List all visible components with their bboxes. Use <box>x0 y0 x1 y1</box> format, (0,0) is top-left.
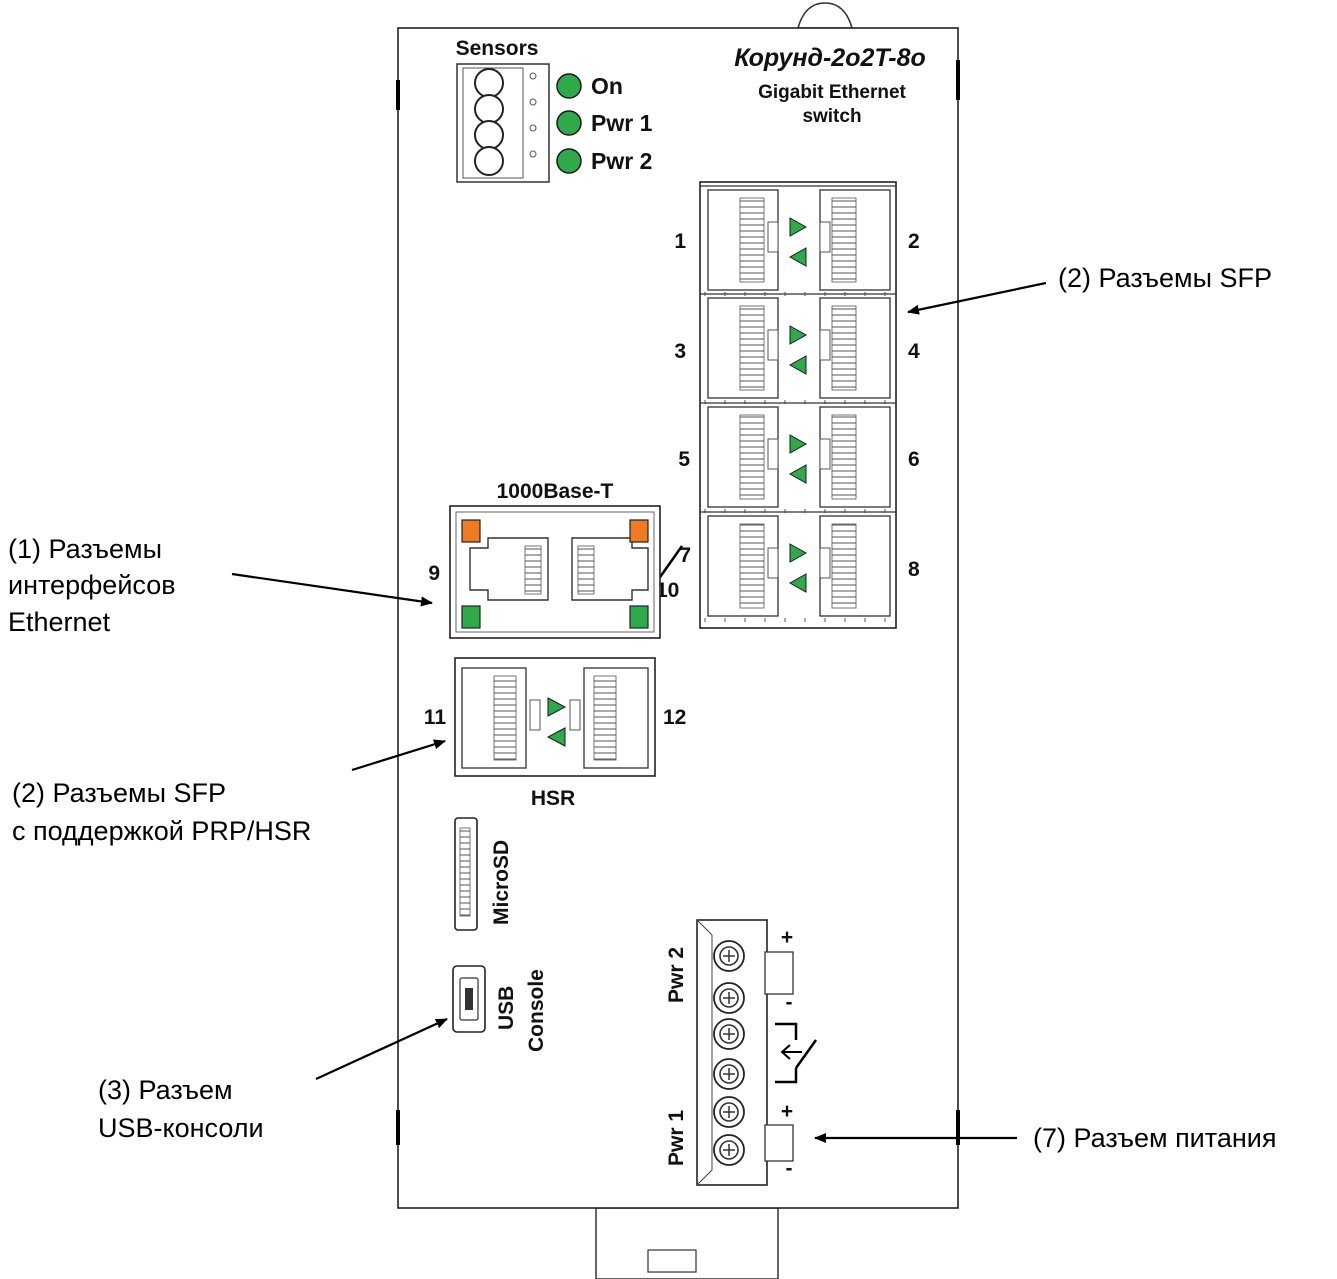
microsd-label: MicroSD <box>490 840 513 925</box>
usb-console-port[interactable] <box>452 965 486 1033</box>
pwr2-plus-sign: + <box>781 926 793 949</box>
sfp-port-number-1: 1 <box>674 230 686 253</box>
relay-symbol <box>775 1068 798 1084</box>
microsd-slot[interactable] <box>454 817 478 931</box>
sfp-port-8[interactable] <box>819 515 891 617</box>
power-terminal-screw[interactable] <box>713 1134 745 1166</box>
power-terminal-screw[interactable] <box>713 1058 745 1090</box>
power-terminal-screw[interactable] <box>713 1018 745 1050</box>
sfp-port-11[interactable] <box>461 667 541 769</box>
rj45-port-10[interactable] <box>571 519 649 629</box>
led-pwr1-indicator <box>556 110 582 136</box>
rj45-led-green <box>629 605 649 629</box>
sensors-label: Sensors <box>456 37 539 60</box>
sfp-port-6[interactable] <box>819 406 891 508</box>
relay-symbol <box>794 1039 818 1069</box>
model-name: Корунд-2o2T-8o <box>734 44 926 72</box>
sfp-port-12[interactable] <box>569 667 649 769</box>
rj45-led-orange <box>461 519 481 543</box>
pwr1-plus-sign: + <box>781 1100 793 1123</box>
rj45-led-green <box>461 605 481 629</box>
power-terminal-screw[interactable] <box>713 982 745 1014</box>
led-on-indicator <box>556 73 582 99</box>
usb-label: USB <box>495 986 518 1030</box>
sfp-led-5 <box>789 434 808 454</box>
sfp-port-number-4: 4 <box>908 340 920 363</box>
combo-port-number-10: 10 <box>656 579 679 602</box>
sfp-port-2[interactable] <box>819 189 891 291</box>
pwr1-minus-sign: - <box>786 1157 793 1180</box>
led-pwr1-label: Pwr 1 <box>591 110 653 136</box>
sfp-port-number-3: 3 <box>674 340 686 363</box>
led-pwr2-label: Pwr 2 <box>591 148 652 174</box>
power-terminal-block <box>696 919 818 1186</box>
console-label: Console <box>525 969 548 1052</box>
sfp-port-5[interactable] <box>707 406 779 508</box>
relay-symbol <box>780 1044 791 1060</box>
sfp-port-number-11: 11 <box>424 706 447 729</box>
sfp-port-number-7: 7 <box>679 544 691 567</box>
sfp-port-number-6: 6 <box>908 448 920 471</box>
callout-arrow-usb <box>315 1017 448 1081</box>
sfp-port-number-12: 12 <box>663 706 686 729</box>
power-terminal-screw[interactable] <box>713 1096 745 1128</box>
sfp-port-number-8: 8 <box>908 558 920 581</box>
callout-power: (7) Разъем питания <box>1033 1123 1276 1153</box>
rj45-port-9[interactable] <box>461 519 549 629</box>
sfp-led-1 <box>789 217 808 237</box>
pwr1-label: Pwr 1 <box>665 1110 688 1166</box>
callout-usb-line2: USB-консоли <box>98 1113 264 1143</box>
led-on-label: On <box>591 73 623 99</box>
callout-ethernet-line1: (1) Разъемы <box>8 534 162 564</box>
sensors-connector <box>456 63 550 183</box>
callout-usb-line1: (3) Разъем <box>98 1075 233 1105</box>
callout-ethernet-line3: Ethernet <box>8 607 111 637</box>
sfp-led-2 <box>788 247 807 267</box>
callout-sfp-hsr-line2: с поддержкой PRP/HSR <box>12 816 311 846</box>
pwr2-minus-sign: - <box>786 991 793 1014</box>
subtitle-line1: Gigabit Ethernet <box>758 82 906 103</box>
callout-arrow-sfp-hsr <box>351 739 446 772</box>
led-pwr2-indicator <box>556 148 582 174</box>
relay-symbol <box>775 1022 798 1040</box>
hsr-label: HSR <box>531 787 575 810</box>
sfp-led-11 <box>547 697 567 717</box>
sfp-led-8 <box>788 573 807 593</box>
rj45-label-1000base-t: 1000Base-T <box>497 480 614 503</box>
callout-sfp-top: (2) Разъемы SFP <box>1058 263 1272 293</box>
sfp-led-3 <box>789 325 808 345</box>
top-knob <box>797 2 853 29</box>
sfp-led-7 <box>789 543 808 563</box>
callout-arrow-ethernet <box>231 572 433 607</box>
sfp-led-4 <box>788 355 807 375</box>
sfp-port-1[interactable] <box>707 189 779 291</box>
hsr-sfp-block <box>454 657 656 777</box>
sfp-port-3[interactable] <box>707 297 779 399</box>
sfp-led-12 <box>546 727 566 747</box>
rj45-led-orange <box>629 519 649 543</box>
rj45-port-number-9: 9 <box>428 562 440 585</box>
subtitle-line2: switch <box>802 106 861 127</box>
sfp-port-4[interactable] <box>819 297 891 399</box>
callout-arrow-sfp-top <box>907 281 1047 315</box>
power-terminal-screw[interactable] <box>713 940 745 972</box>
sfp-port-7[interactable] <box>707 515 779 617</box>
callout-sfp-hsr-line1: (2) Разъемы SFP <box>12 778 226 808</box>
rj45-block <box>449 505 661 639</box>
sfp-port-number-2: 2 <box>908 230 920 253</box>
pwr2-label: Pwr 2 <box>665 947 688 1003</box>
callout-ethernet-line2: интерфейсов <box>8 570 176 600</box>
combo-slash <box>656 545 684 581</box>
sfp-cage <box>699 181 897 629</box>
din-rail-clip <box>595 1207 779 1279</box>
status-leds: On Pwr 1 Pwr 2 <box>556 73 653 174</box>
sfp-port-number-5: 5 <box>678 448 690 471</box>
sfp-led-6 <box>788 464 807 484</box>
